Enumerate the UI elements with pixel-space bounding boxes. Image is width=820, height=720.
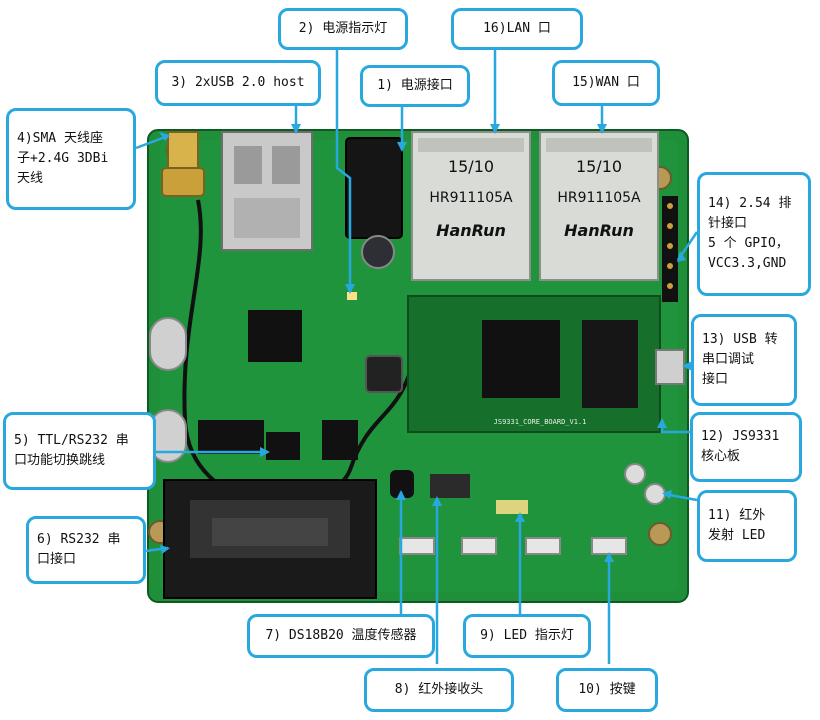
- rj45-wan-connector: [539, 131, 659, 281]
- callout-ds18b20: 7) DS18B20 温度传感器: [247, 614, 435, 658]
- callout-core-board: 12) JS9331 核心板: [690, 412, 802, 482]
- mounting-hole-br: [648, 522, 672, 546]
- callout-pin-header: 14) 2.54 排 针接口 5 个 GPIO， VCC3.3,GND: [697, 172, 811, 296]
- arrow-13: [682, 361, 692, 371]
- indicator-leds: [496, 500, 528, 514]
- callout-sma-antenna: 4)SMA 天线座 子+2.4G 3DBi 天线: [6, 108, 136, 210]
- ir-led-a: [624, 463, 646, 485]
- arrow-11: [662, 490, 672, 499]
- arrow-5: [260, 447, 270, 457]
- button-3: [525, 537, 561, 555]
- arrow-8: [432, 496, 442, 506]
- callout-ttl-rs232-jumper: 5) TTL/RS232 串 口功能切换跳线: [3, 412, 156, 490]
- arrow-3: [291, 124, 301, 134]
- leader-lines: [135, 47, 699, 664]
- power-jack: [345, 137, 403, 239]
- rj45-lan-part: HR911105A: [429, 190, 513, 206]
- callout-usb-host: 3) 2xUSB 2.0 host: [155, 60, 321, 106]
- ic-u5: [248, 310, 302, 362]
- arrow-12: [657, 418, 667, 428]
- button-1: [399, 537, 435, 555]
- arrow-9: [515, 512, 525, 522]
- capacitor: [361, 235, 395, 269]
- rs232-db9-connector: [163, 479, 377, 599]
- core-board-silk: JS9331_CORE_BOARD_V1.1: [494, 418, 587, 426]
- callout-wan: 15)WAN 口: [552, 60, 660, 106]
- arrow-15: [597, 124, 607, 134]
- callout-usb-serial: 13) USB 转 串口调试 接口: [691, 314, 797, 406]
- leader-2: [335, 47, 352, 292]
- callout-rs232-port: 6) RS232 串 口接口: [26, 516, 146, 584]
- sma-connector: [161, 131, 205, 197]
- usb-serial-connector: [655, 349, 685, 385]
- rj45-lan-brand: HanRun: [436, 221, 506, 240]
- arrow-4: [159, 132, 170, 141]
- callout-ir-emitter-led: 11) 红外 发射 LED: [697, 490, 797, 562]
- arrow-14: [677, 251, 686, 262]
- core-soc-chip: [482, 320, 560, 398]
- callout-power-jack: 1) 电源接口: [360, 65, 470, 107]
- rj45-wan-label: 15/10: [576, 157, 622, 176]
- ic-u3: [322, 420, 358, 460]
- leader-arrowheads: [159, 124, 692, 562]
- ir-led-b: [644, 483, 666, 505]
- arrow-10: [604, 552, 614, 562]
- arrow-7: [396, 490, 406, 500]
- callout-buttons: 10) 按键: [556, 668, 658, 712]
- arrow-2: [345, 284, 355, 294]
- arrow-1: [397, 142, 407, 152]
- callout-power-led: 2) 电源指示灯: [278, 8, 408, 50]
- callout-ir-receiver: 8) 红外接收头: [364, 668, 514, 712]
- core-memory-chip: [582, 320, 638, 408]
- ir-receiver: [430, 474, 470, 498]
- crystal-y1: [149, 317, 187, 371]
- arrow-16: [490, 124, 500, 134]
- arrow-6: [160, 545, 170, 554]
- rj45-lan-label: 15/10: [448, 157, 494, 176]
- rj45-wan-brand: HanRun: [564, 221, 634, 240]
- ic-rs232: [198, 420, 264, 454]
- pin-header: [662, 196, 678, 302]
- usb-host-connector: [221, 131, 313, 251]
- rj45-lan-connector: [411, 131, 531, 281]
- callout-lan: 16)LAN 口: [451, 8, 583, 50]
- button-2: [461, 537, 497, 555]
- callout-led-indicator: 9) LED 指示灯: [463, 614, 591, 658]
- rj45-wan-part: HR911105A: [557, 190, 641, 206]
- power-led: [347, 292, 357, 300]
- inductor: [365, 355, 403, 393]
- ds18b20-sensor: [390, 470, 414, 498]
- ttl-rs232-jumper: [266, 432, 300, 460]
- button-4: [591, 537, 627, 555]
- leader-4: [135, 134, 169, 150]
